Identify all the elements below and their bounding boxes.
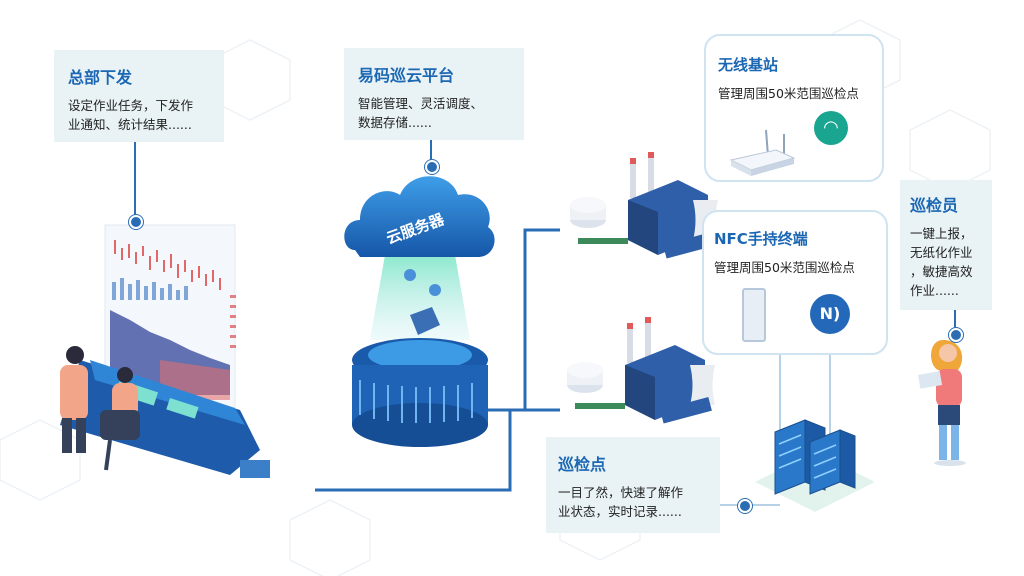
nfc-icon: N): [810, 294, 850, 334]
nfc-title: NFC手持终端: [714, 230, 808, 248]
platform-card: 易码巡云平台 智能管理、灵活调度、 数据存储......: [344, 48, 524, 140]
standing-operator: [60, 346, 88, 453]
checkpoint-connector-dot: [738, 499, 752, 513]
hq-connector: [134, 142, 136, 220]
server-rack-illustration: [755, 419, 875, 512]
checkpoint-description: 一目了然，快速了解作 业状态，实时记录......: [558, 485, 684, 519]
base-station-title: 无线基站: [718, 56, 779, 74]
inspector-connector-dot: [949, 328, 963, 342]
base-station-description: 管理周围50米范围巡检点: [718, 86, 859, 101]
platform-connector-dot: [425, 160, 439, 174]
platform-description: 智能管理、灵活调度、 数据存储......: [358, 96, 484, 130]
inspector-connector: [954, 310, 956, 332]
platform-title: 易码巡云平台: [358, 66, 455, 85]
inspector-card: 巡检员 一键上报， 无纸化作业 ，敏捷高效 作业......: [900, 180, 992, 310]
nfc-bubble: NFC手持终端 管理周围50米范围巡检点 N): [702, 210, 888, 355]
checkpoint-card: 巡检点 一目了然，快速了解作 业状态，实时记录......: [546, 437, 720, 533]
hq-description: 设定作业任务，下发作 业通知、统计结果......: [68, 98, 194, 132]
nfc-description: 管理周围50米范围巡检点: [714, 260, 855, 275]
hq-card: 总部下发 设定作业任务，下发作 业通知、统计结果......: [54, 50, 224, 142]
cloud-server-illustration: [344, 176, 495, 447]
router-icon: [729, 129, 796, 176]
platform-connector: [430, 140, 432, 164]
inspector-illustration: [918, 340, 966, 466]
inspector-description: 一键上报， 无纸化作业 ，敏捷高效 作业......: [910, 226, 973, 298]
handheld-terminal-icon: [742, 288, 766, 342]
wifi-signal-icon: ◠: [814, 111, 848, 145]
inspector-title: 巡检员: [910, 196, 959, 215]
factory-illustration-bottom: [567, 317, 715, 424]
seated-operator: [100, 367, 140, 471]
hq-title: 总部下发: [68, 68, 133, 87]
base-station-bubble: 无线基站 管理周围50米范围巡检点 ◠: [704, 34, 884, 182]
hq-connector-dot: [129, 215, 143, 229]
checkpoint-title: 巡检点: [558, 455, 607, 474]
hq-control-room-illustration: [60, 224, 270, 478]
